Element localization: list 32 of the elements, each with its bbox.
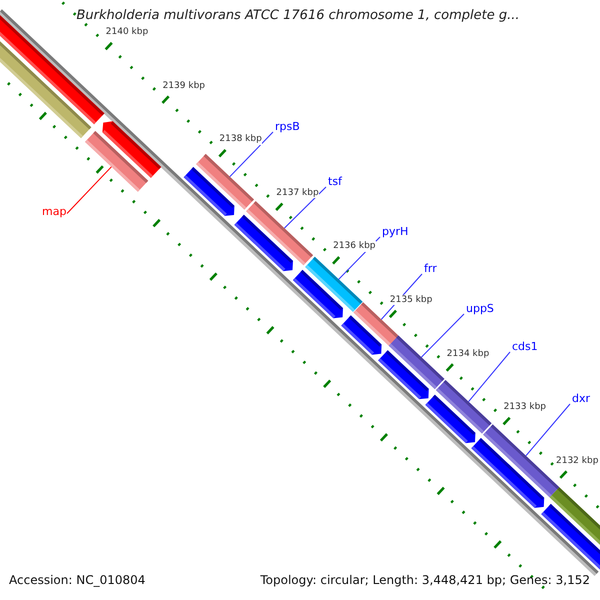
scale-label: 2135 kbp bbox=[390, 294, 432, 306]
gene-label: rpsB bbox=[275, 121, 300, 134]
gene-bar bbox=[196, 154, 254, 210]
gene-label: tsf bbox=[328, 176, 342, 189]
leader-line bbox=[468, 352, 510, 402]
leader-line bbox=[284, 186, 326, 229]
scale-label: 2132 kbp bbox=[556, 456, 598, 466]
gene-label: dxr bbox=[572, 393, 590, 406]
gene-bar bbox=[305, 256, 363, 312]
title: Burkholderia multivorans ATCC 17616 chromosome 1, complete g... bbox=[76, 9, 520, 24]
gene-label: map bbox=[42, 206, 66, 219]
gene-label: frr bbox=[424, 263, 437, 276]
gene-bar bbox=[388, 336, 444, 390]
leader-line bbox=[229, 132, 274, 178]
scale-label: 2139 kbp bbox=[162, 80, 205, 92]
gene-bar bbox=[246, 201, 314, 266]
scale-label: 2134 kbp bbox=[446, 348, 490, 359]
gene-bar bbox=[85, 131, 148, 192]
scale-label: 2133 kbp bbox=[504, 402, 546, 412]
leader-line bbox=[420, 314, 464, 358]
footer-text: Topology: circular; Length: 3,448,421 bp; Genes: 3,152 bbox=[260, 574, 590, 588]
footer-text: Accession: NC_010804 bbox=[9, 574, 146, 588]
scale-label: 2136 kbp bbox=[333, 241, 376, 252]
gene-label: uppS bbox=[466, 303, 494, 316]
scale-label: 2140 kbp bbox=[106, 27, 148, 38]
gene-bar bbox=[436, 380, 492, 434]
leader-line bbox=[526, 404, 570, 456]
gene-label: cds1 bbox=[512, 341, 538, 354]
scale-label: 2137 kbp bbox=[276, 188, 319, 198]
leader-line bbox=[66, 166, 112, 214]
scale-label: 2138 kbp bbox=[219, 134, 262, 145]
gene-label: pyrH bbox=[382, 226, 408, 239]
